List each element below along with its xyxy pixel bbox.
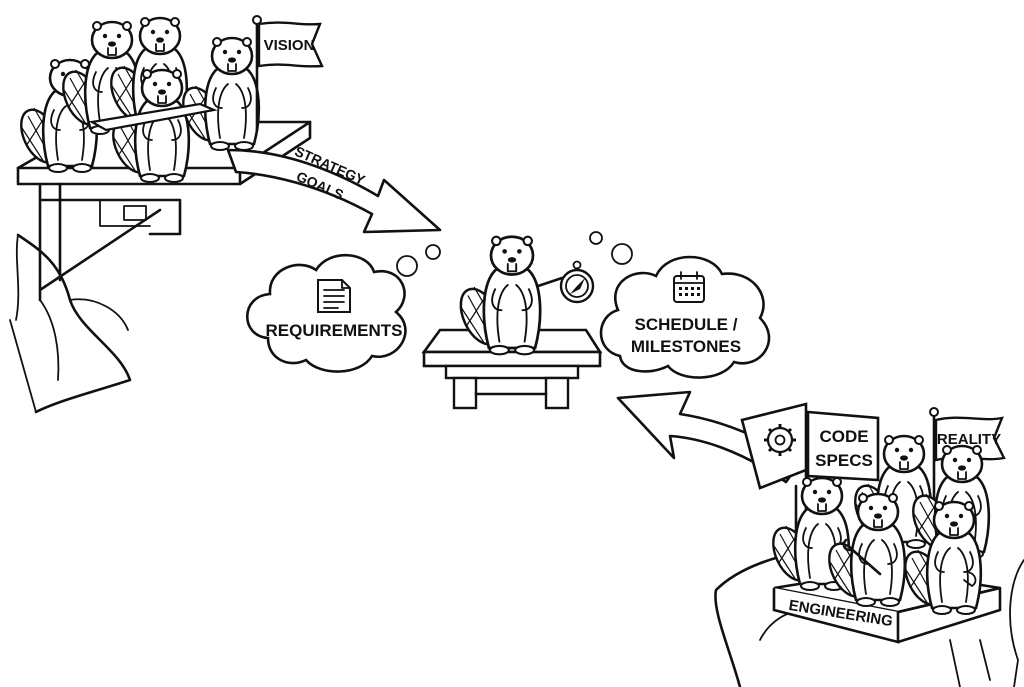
vision-flag-label: VISION	[264, 37, 315, 54]
leadership-cliff	[9, 233, 132, 414]
compass-icon	[536, 260, 595, 304]
engineering-team	[764, 434, 991, 616]
schedule-label: SCHEDULE /	[635, 315, 738, 334]
document-icon	[317, 279, 351, 313]
gear-icon	[764, 424, 796, 456]
strategy-goals-arrow: STRATEGY GOALS	[226, 143, 442, 234]
requirements-label: REQUIREMENTS	[266, 321, 403, 340]
thought-dots	[396, 231, 633, 277]
requirements-cloud: REQUIREMENTS	[245, 253, 407, 373]
calendar-icon	[673, 271, 705, 303]
milestones-label: MILESTONES	[631, 337, 741, 356]
center-pedestal	[421, 328, 603, 410]
reality-flag-label: REALITY	[937, 431, 1001, 448]
schedule-cloud: SCHEDULE / MILESTONES	[599, 255, 771, 379]
leadership-team	[12, 16, 261, 184]
specs-label: SPECS	[815, 451, 873, 470]
code-label: CODE	[819, 427, 868, 446]
vision-flag: VISION	[252, 15, 324, 132]
